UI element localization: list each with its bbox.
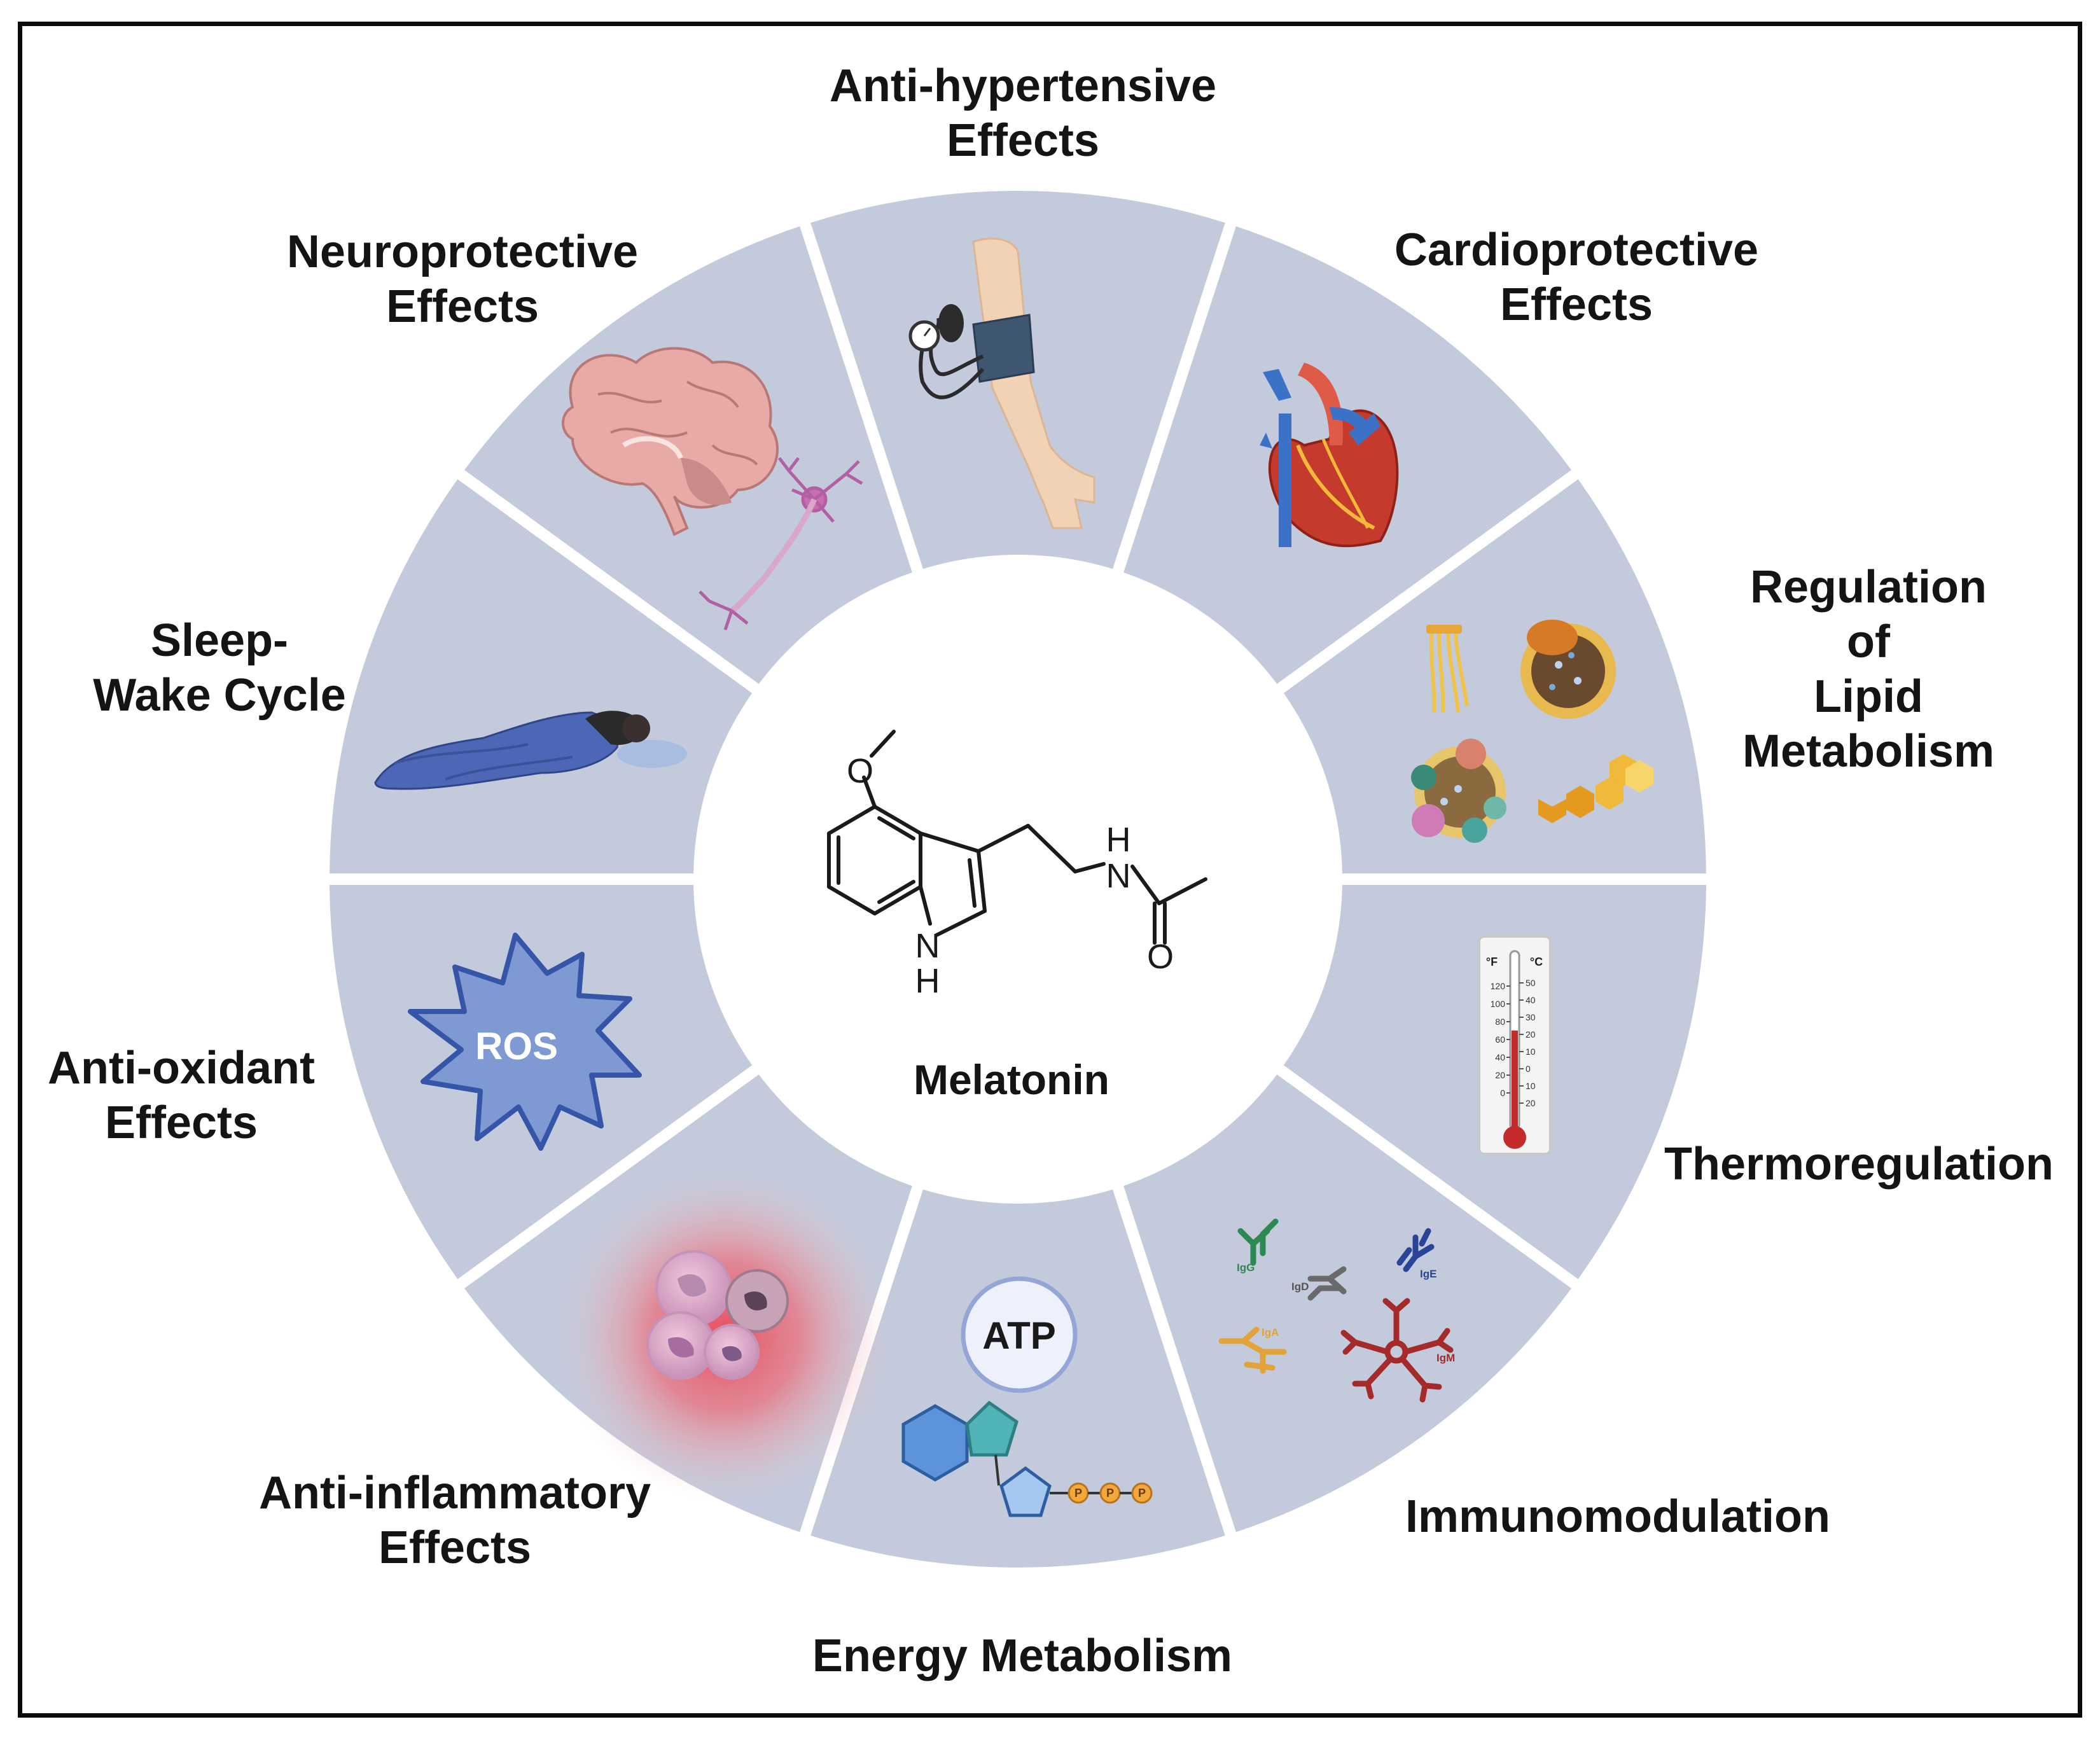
atom-h-amide: H bbox=[1106, 821, 1131, 859]
thermo-f-unit: °F bbox=[1486, 956, 1498, 968]
atom-n-amide: N bbox=[1106, 857, 1131, 895]
label-neuroprotective: Neuroprotective Effects bbox=[286, 226, 639, 332]
inflammation-icon bbox=[560, 1171, 891, 1501]
neuron-icon bbox=[699, 457, 863, 630]
lipid-icon bbox=[1411, 620, 1653, 843]
sleeping-person-icon bbox=[374, 711, 687, 790]
thermo-f-tick: 80 bbox=[1495, 1017, 1505, 1027]
phosphate-1: P bbox=[1074, 1487, 1082, 1499]
thermo-c-tick: 20 bbox=[1526, 1098, 1536, 1108]
ige-label: IgE bbox=[1420, 1268, 1436, 1280]
igg-antibody bbox=[1237, 1218, 1279, 1266]
thermo-c-unit: °C bbox=[1530, 956, 1543, 968]
lipoprotein-large-icon bbox=[1520, 620, 1616, 719]
ribose-pentagon bbox=[999, 1466, 1052, 1517]
brain-icon bbox=[562, 347, 779, 536]
thermo-c-tick: 0 bbox=[1526, 1064, 1531, 1074]
thermo-f-tick: 0 bbox=[1500, 1088, 1505, 1098]
phosphate-chain: P P P bbox=[1067, 1482, 1153, 1504]
iga-label: IgA bbox=[1262, 1326, 1279, 1338]
phosphate-3: P bbox=[1138, 1487, 1146, 1499]
label-cardioprotective: Cardioprotective Effects bbox=[1394, 225, 1759, 330]
heart-icon bbox=[1260, 363, 1399, 548]
thermo-c-tick: 10 bbox=[1526, 1046, 1536, 1057]
phosphate-2: P bbox=[1106, 1487, 1114, 1499]
melatonin-atom-labels: O H N O N H bbox=[847, 752, 1174, 1000]
label-thermoregulation: Thermoregulation bbox=[1664, 1139, 2054, 1190]
thermo-c-tick: 10 bbox=[1526, 1081, 1536, 1091]
fat-hexagons-icon bbox=[1538, 754, 1653, 823]
igm-label: IgM bbox=[1436, 1352, 1455, 1364]
label-anti-inflammatory: Anti-inflammatory Effects bbox=[258, 1468, 651, 1573]
atom-n-indole: N bbox=[915, 927, 940, 965]
igm-antibody bbox=[1340, 1298, 1454, 1403]
thermo-f-tick: 120 bbox=[1491, 981, 1506, 991]
melatonin-structure bbox=[827, 730, 1207, 945]
label-sleep-wake-cycle: Sleep- Wake Cycle bbox=[93, 615, 346, 721]
label-energy-metabolism: Energy Metabolism bbox=[812, 1630, 1233, 1681]
center-circle bbox=[693, 555, 1342, 1204]
ige-antibody bbox=[1396, 1228, 1435, 1272]
thermo-f-tick: 40 bbox=[1495, 1052, 1505, 1062]
label-lipid-metabolism: Regulation of Lipid Metabolism bbox=[1742, 562, 1995, 777]
igg-label: IgG bbox=[1237, 1262, 1255, 1274]
thermo-c-tick: 40 bbox=[1526, 995, 1536, 1005]
igd-label: IgD bbox=[1291, 1281, 1309, 1293]
igd-antibody bbox=[1307, 1266, 1347, 1301]
phospholipid-icon bbox=[1426, 625, 1469, 713]
segment-immunomodulation bbox=[1119, 1067, 1572, 1533]
figure-frame bbox=[18, 22, 2082, 1718]
atp-icon: ATP P P P bbox=[901, 1276, 1153, 1517]
segment-lipid-metabolism bbox=[1273, 479, 1706, 874]
thermo-f-tick: 20 bbox=[1495, 1070, 1505, 1080]
label-immunomodulation: Immunomodulation bbox=[1405, 1491, 1830, 1542]
thermo-f-tick: 100 bbox=[1491, 999, 1506, 1009]
atom-h-indole: H bbox=[915, 962, 940, 1000]
lipoprotein-small-icon bbox=[1411, 739, 1506, 843]
atp-label: ATP bbox=[982, 1314, 1056, 1357]
thermo-c-tick: 30 bbox=[1526, 1012, 1536, 1022]
iga-antibody bbox=[1218, 1326, 1287, 1374]
atp-pentagon bbox=[965, 1400, 1019, 1457]
atom-o-carbonyl: O bbox=[1147, 938, 1174, 976]
thermo-c-tick: 50 bbox=[1526, 978, 1536, 988]
label-anti-hypertensive: Anti-hypertensive Effects bbox=[829, 60, 1217, 166]
atom-o-methoxy: O bbox=[847, 752, 873, 790]
thermo-c-tick: 20 bbox=[1526, 1029, 1536, 1039]
ros-icon: ROS bbox=[408, 933, 642, 1151]
ros-label: ROS bbox=[475, 1025, 558, 1067]
compound-name: Melatonin bbox=[914, 1056, 1109, 1103]
label-anti-oxidant: Anti-oxidant Effects bbox=[48, 1043, 315, 1148]
thermo-f-tick: 60 bbox=[1495, 1034, 1505, 1045]
blood-pressure-arm-icon bbox=[908, 237, 1095, 529]
immunoglobulins-icon: IgG IgD IgE IgA IgM bbox=[1218, 1218, 1455, 1403]
